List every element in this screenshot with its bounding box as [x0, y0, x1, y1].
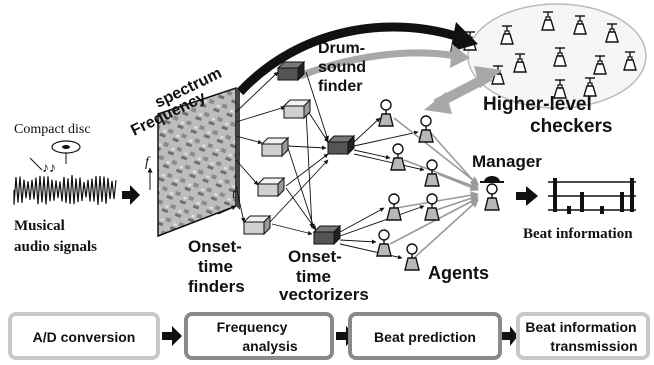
gray-arrow-head — [450, 44, 470, 68]
pipeline-arrow-3 — [502, 326, 518, 346]
onset-finders-label-2: time — [198, 257, 233, 276]
music-notes-icon: ♪♪ — [29, 157, 56, 176]
pipeline-stage-ad-conversion: A/D conversion — [8, 312, 160, 360]
arrow-to-spectrum — [122, 185, 140, 205]
higher-level-label: Higher-level — [483, 94, 592, 115]
drum-label-1: Drum- — [318, 40, 365, 57]
axis-t-label: t — [232, 187, 237, 202]
pipeline-stage-1-line-1: analysis — [242, 338, 297, 354]
big-arrow-head — [450, 22, 478, 52]
compact-disc-label: Compact disc — [14, 122, 91, 137]
agents-label: Agents — [428, 263, 489, 283]
onset-vectorizers-label-3: vectorizers — [279, 285, 369, 304]
pipeline-stage-3-line-1: transmission — [550, 338, 637, 354]
musical-label: Musical — [14, 218, 65, 234]
arrow-to-beat-information — [516, 186, 538, 206]
pipeline-stage-3-line-0: Beat information — [525, 319, 636, 335]
axis-f-label: f — [145, 155, 151, 170]
pipeline-stage-beat-information-transmission: Beat information transmission — [516, 312, 650, 360]
onset-finders-label-1: Onset- — [188, 237, 242, 256]
t-axis: t — [217, 187, 237, 215]
pipeline-stage-0-line-0: A/D conversion — [33, 329, 136, 345]
connection-arrows — [235, 71, 425, 260]
checkers-label: checkers — [530, 116, 612, 137]
f-axis: f — [145, 155, 153, 190]
spectrum-edge — [236, 88, 240, 210]
manager-label: Manager — [472, 152, 542, 171]
agent-to-manager-arrows — [389, 117, 479, 259]
beat-information-graphic — [548, 178, 636, 214]
onset-vectorizers-label-2: time — [296, 267, 331, 286]
pipeline-stage-beat-prediction: Beat prediction — [348, 312, 502, 360]
pipeline: A/D conversion Frequency analysis Beat p… — [8, 312, 650, 360]
audio-waveform — [13, 174, 117, 205]
gray-curved-arrow — [298, 49, 457, 80]
drum-label-2: sound — [318, 59, 366, 76]
onset-vectorizers-label-1: Onset- — [288, 247, 342, 266]
compact-disc-icon — [51, 140, 81, 164]
manager-icon — [480, 176, 504, 211]
pipeline-stage-2-line-0: Beat prediction — [374, 329, 476, 345]
audio-signals-label: audio signals — [14, 239, 97, 255]
svg-text:♪♪: ♪♪ — [42, 161, 56, 176]
drum-label-3: finder — [318, 78, 362, 95]
big-curved-arrow — [236, 22, 464, 96]
pipeline-arrow-1 — [162, 326, 182, 346]
pipeline-stage-1-line-0: Frequency — [217, 319, 288, 335]
double-arrow-checkers — [424, 66, 502, 114]
onset-finders-label-3: finders — [188, 277, 245, 296]
pipeline-stage-frequency-analysis: Frequency analysis — [184, 312, 334, 360]
beat-information-label: Beat information — [523, 226, 633, 242]
